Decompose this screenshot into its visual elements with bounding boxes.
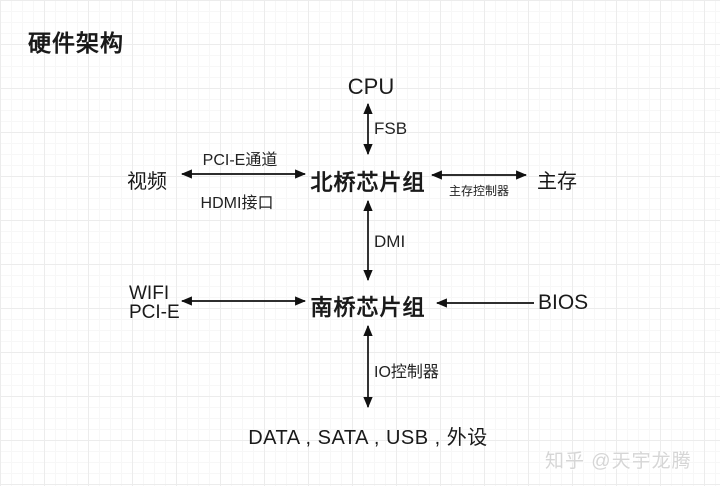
- node-northbridge: 北桥芯片组: [310, 170, 426, 195]
- node-main-memory: 主存: [537, 171, 577, 193]
- node-bios: BIOS: [538, 291, 589, 314]
- watermark: 知乎 @天宇龙腾: [545, 451, 692, 472]
- node-peripherals: DATA , SATA , USB , 外设: [248, 427, 488, 449]
- edge-label-io-controller: IO控制器: [374, 364, 439, 381]
- edge-label-hdmi-port: HDMI接口: [200, 195, 274, 212]
- edge-label-fsb: FSB: [374, 119, 408, 138]
- wifi-label: WIFI: [129, 283, 170, 304]
- page-title: 硬件架构: [28, 30, 124, 56]
- pcie-label: PCI-E: [129, 302, 180, 323]
- node-cpu: CPU: [347, 74, 395, 99]
- node-southbridge: 南桥芯片组: [310, 295, 426, 320]
- edge-label-dmi: DMI: [374, 232, 406, 251]
- edge-label-memory-controller: 主存控制器: [448, 184, 510, 198]
- edge-label-pcie-channel: PCI-E通道: [202, 152, 278, 169]
- node-video: 视频: [127, 171, 167, 193]
- node-wifi-pcie: WIFI PCI-E: [129, 284, 180, 322]
